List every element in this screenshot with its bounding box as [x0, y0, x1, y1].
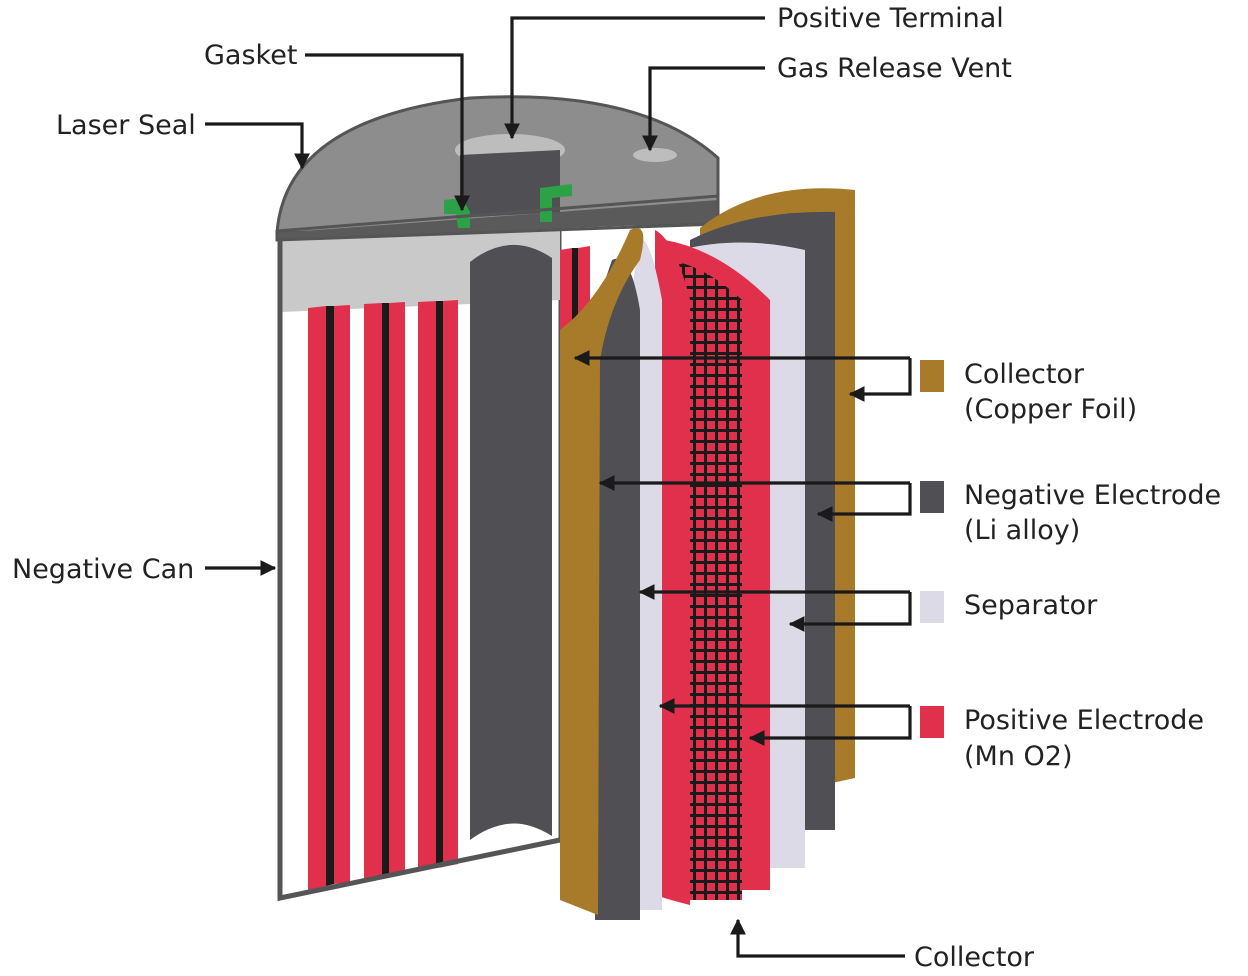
legend-sublabel-negative-electrode: (Li alloy) — [964, 515, 1080, 546]
legend-label-negative-electrode: Negative Electrode — [964, 480, 1221, 511]
label-gasket: Gasket — [204, 40, 297, 71]
legend-label-separator: Separator — [964, 590, 1098, 621]
label-positive-terminal: Positive Terminal — [777, 3, 1004, 34]
legend-item-negative-electrode: Negative Electrode (Li alloy) — [920, 480, 1221, 546]
legend-label-collector: Collector — [964, 359, 1085, 390]
label-collector-bottom: Collector — [914, 942, 1035, 973]
mesh-collector — [678, 262, 742, 900]
center-core — [470, 244, 552, 840]
collector-copper-foil-front — [560, 228, 644, 915]
legend-sublabel-collector: (Copper Foil) — [964, 394, 1137, 425]
legend-item-positive-electrode: Positive Electrode (Mn O2) — [920, 705, 1204, 772]
label-gas-release-vent: Gas Release Vent — [777, 53, 1012, 84]
legend-swatch-collector — [920, 360, 944, 392]
top-cap — [275, 95, 720, 242]
positive-terminal-post — [460, 150, 560, 218]
label-negative-can: Negative Can — [12, 554, 194, 585]
legend-swatch-positive-electrode — [920, 706, 944, 738]
gasket-right — [540, 184, 572, 222]
legend-label-positive-electrode: Positive Electrode — [964, 705, 1204, 736]
legend-item-separator: Separator — [920, 590, 1098, 623]
legend: Collector (Copper Foil) Negative Electro… — [920, 359, 1221, 772]
label-laser-seal: Laser Seal — [56, 110, 196, 141]
negative-can-body — [277, 223, 590, 902]
legend-item-collector: Collector (Copper Foil) — [920, 359, 1137, 425]
legend-swatch-negative-electrode — [920, 481, 944, 513]
gas-vent — [633, 148, 677, 162]
legend-sublabel-positive-electrode: (Mn O2) — [964, 741, 1073, 772]
unrolled-layers — [560, 188, 855, 921]
callout-labels: Positive Terminal Gasket Gas Release Ven… — [12, 3, 1035, 973]
callout-lines — [205, 16, 912, 958]
legend-swatch-separator — [920, 591, 944, 623]
